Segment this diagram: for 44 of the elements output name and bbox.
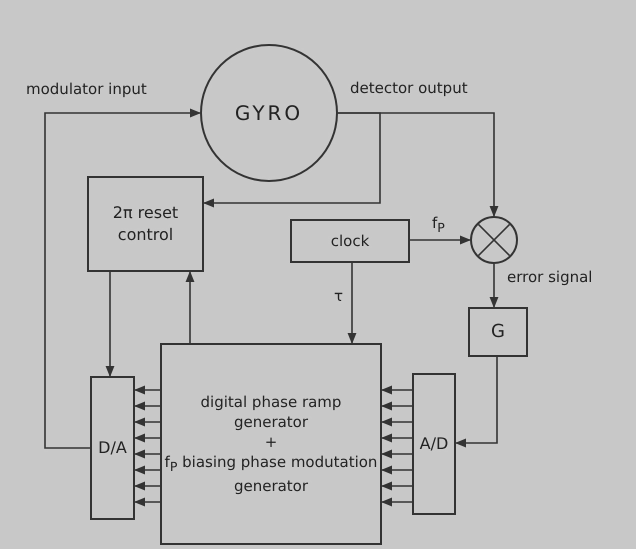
- mixer-symbol: [470, 216, 518, 264]
- gyro-circle: [200, 44, 338, 182]
- arrow: [134, 466, 160, 474]
- signal-label: detector output: [349, 79, 469, 97]
- node-label: +: [264, 432, 278, 452]
- node-label: 2π reset control: [112, 202, 180, 246]
- process-box: [290, 219, 410, 263]
- arrow: [134, 386, 160, 394]
- edge-label: f$_{P}$: [430, 214, 447, 235]
- arrow: [106, 272, 114, 378]
- arrow: [380, 418, 412, 426]
- arrow: [134, 434, 160, 442]
- arrow: [348, 263, 356, 344]
- arrow: [134, 498, 160, 506]
- arrow: [380, 386, 412, 394]
- node-label: A/D: [420, 433, 448, 455]
- arrow: [186, 270, 194, 343]
- node-label: GYRO: [234, 100, 304, 126]
- arrow: [134, 450, 160, 458]
- arrow: [380, 450, 412, 458]
- arrow: [202, 112, 381, 208]
- arrow: [380, 482, 412, 490]
- process-box: [160, 343, 382, 545]
- arrow: [454, 357, 498, 448]
- process-box: [90, 376, 135, 520]
- node-label: f$_{P}$ biasing phase modutation generator: [164, 452, 378, 496]
- arrow: [410, 236, 472, 244]
- node-label: digital phase ramp generator: [200, 392, 342, 432]
- arrow: [380, 402, 412, 410]
- arrow: [44, 108, 202, 449]
- process-box: [412, 373, 456, 515]
- arrow: [134, 418, 160, 426]
- arrow: [134, 402, 160, 410]
- process-box: [87, 176, 204, 272]
- arrow: [134, 482, 160, 490]
- signal-label: modulator input: [25, 80, 148, 98]
- arrow: [380, 498, 412, 506]
- node-label: G: [491, 320, 505, 344]
- arrow: [490, 264, 498, 308]
- arrow: [380, 466, 412, 474]
- arrow: [380, 434, 412, 442]
- process-box: [468, 307, 528, 357]
- node-label: D/A: [98, 437, 127, 459]
- node-label: clock: [330, 230, 370, 252]
